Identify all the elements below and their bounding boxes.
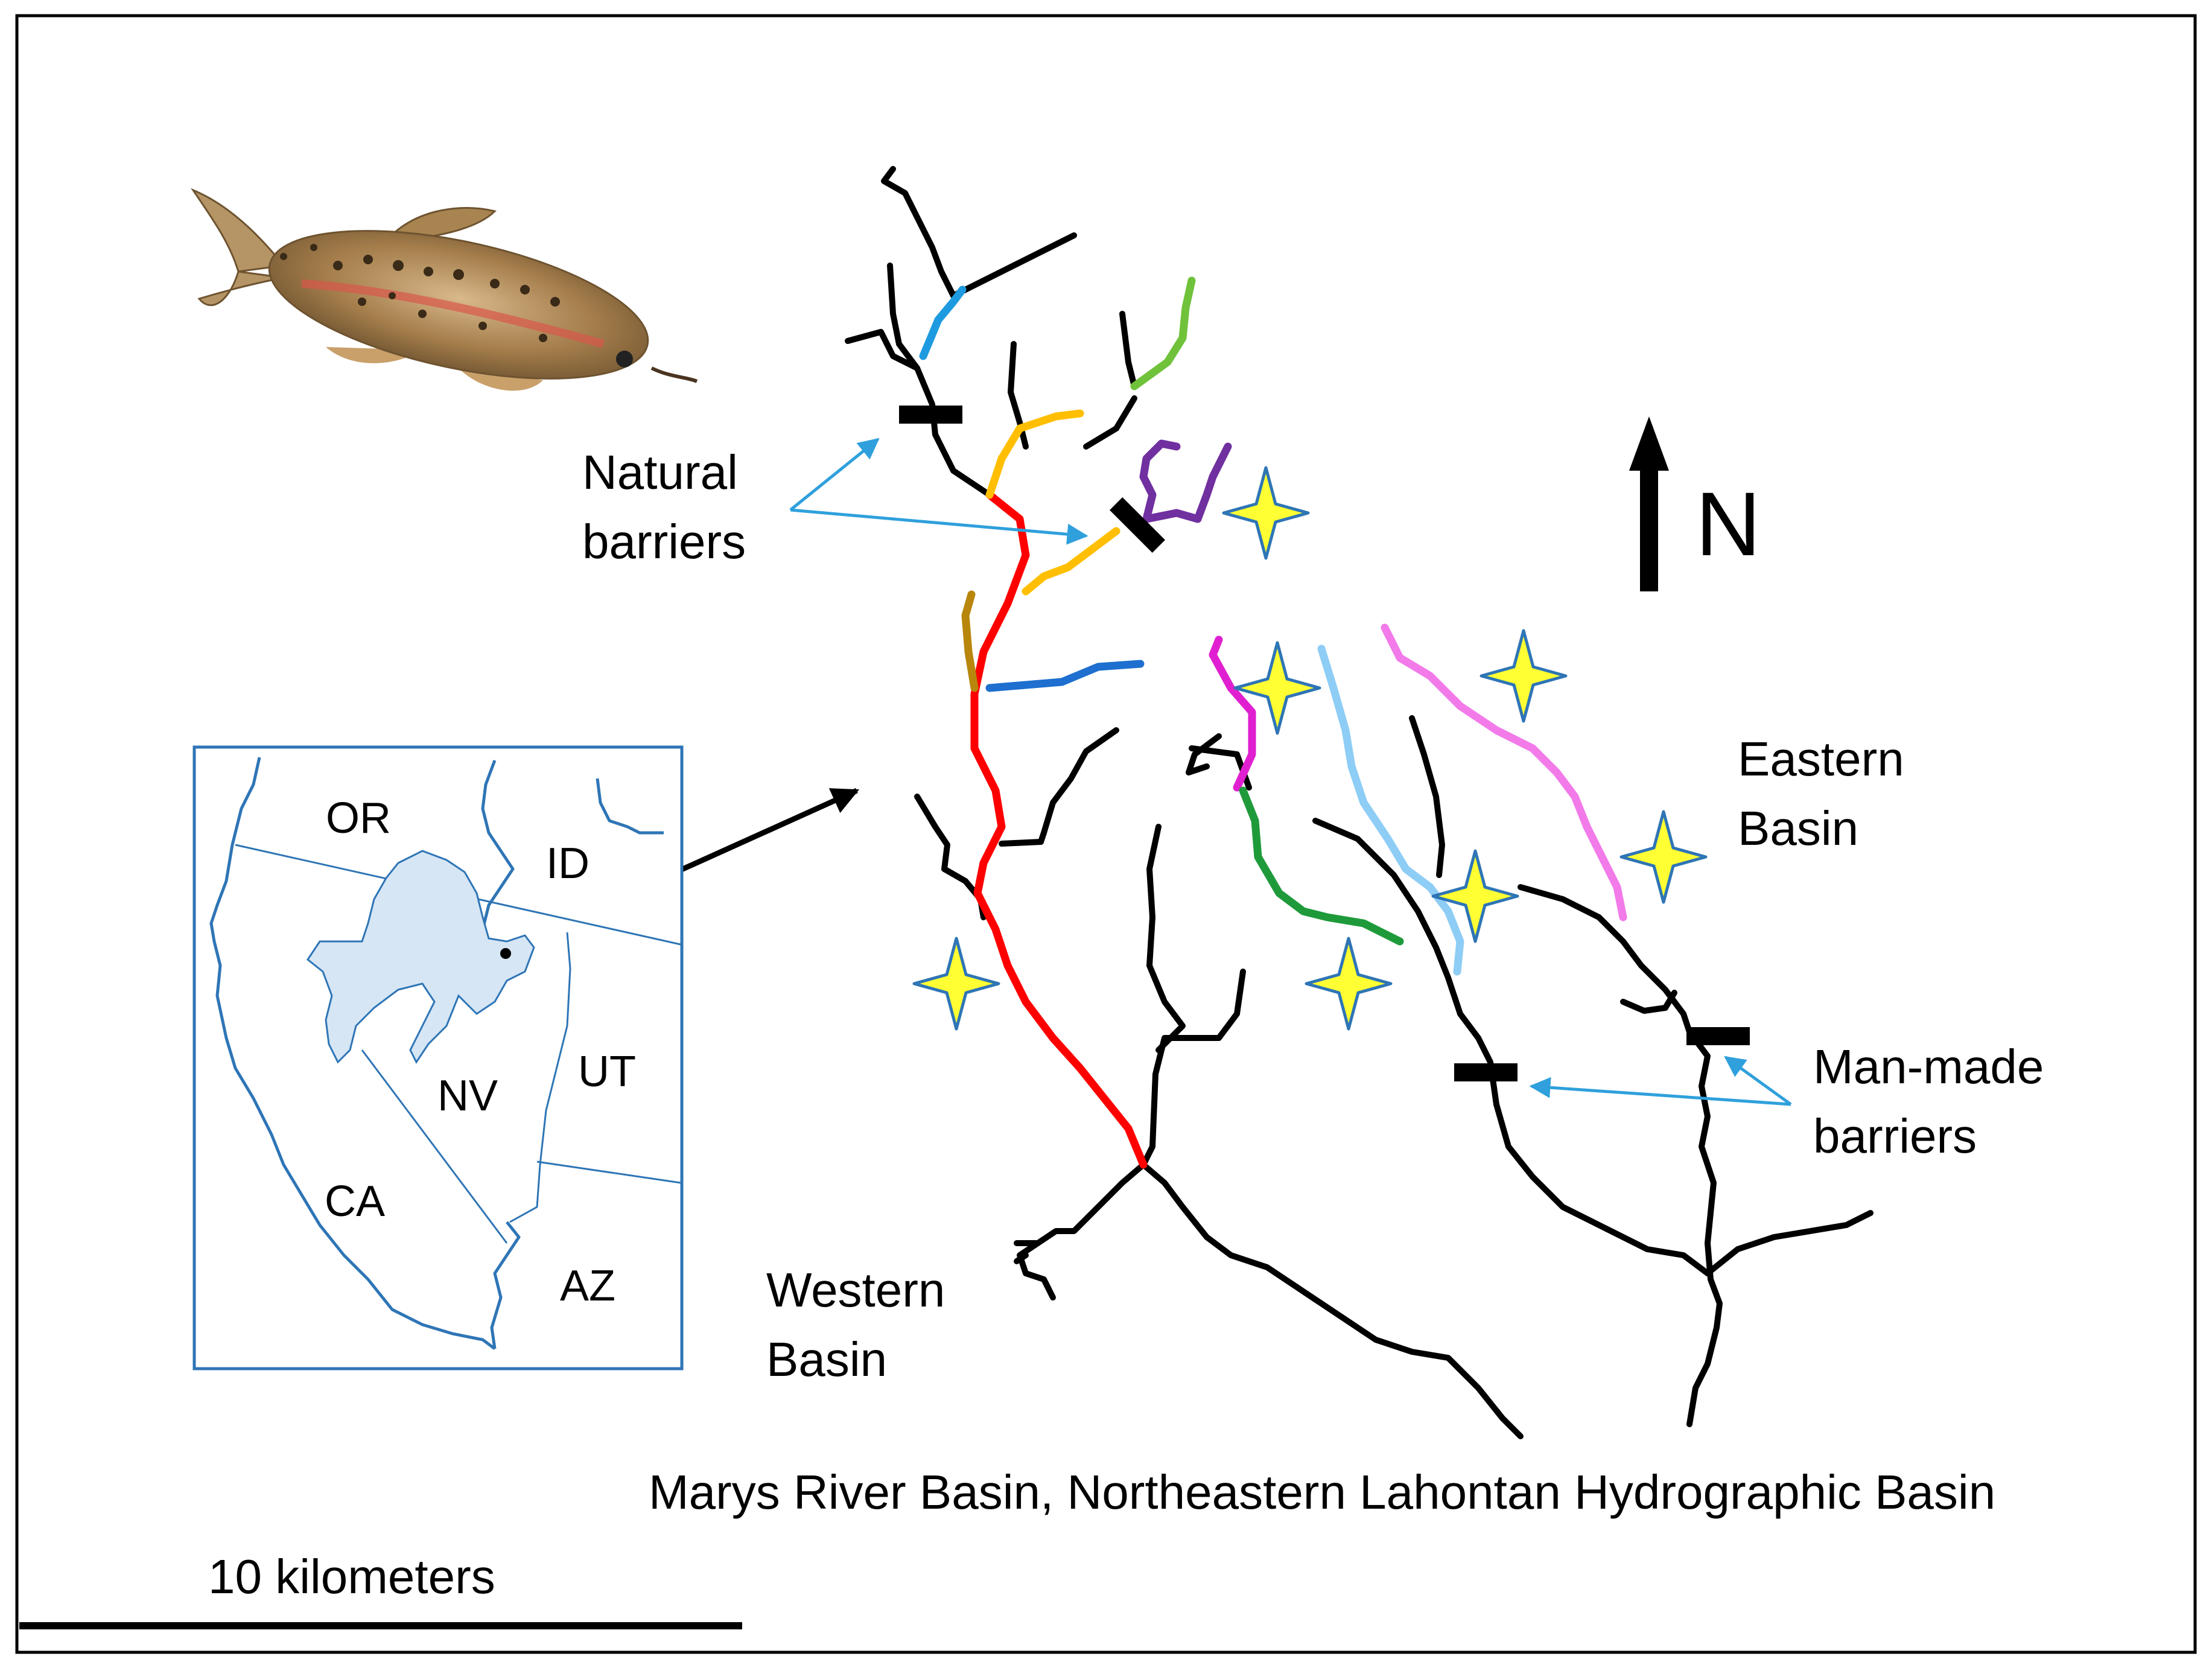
manmade-barrier-bars — [1454, 1027, 1750, 1081]
manmade-barrier-arrow-2 — [1724, 1055, 1792, 1106]
barrier-bar-icon — [1454, 1063, 1518, 1081]
sparkle-star-icon — [1431, 849, 1519, 943]
reach-orange-upper — [985, 409, 1084, 499]
reach-lightblue-long — [1317, 645, 1464, 976]
state-label-or: OR — [326, 794, 391, 842]
reach-orange-lower — [1022, 527, 1120, 596]
eastern-basin-label-line2: Basin — [1738, 801, 1858, 855]
manmade-barrier-arrow-1 — [1529, 1077, 1791, 1106]
state-label-ca: CA — [325, 1177, 385, 1226]
reach-green-upper — [1130, 276, 1196, 390]
basin-location-dot — [500, 948, 511, 959]
state-label-id: ID — [546, 839, 590, 888]
colored-reaches — [919, 276, 1627, 1169]
inset-map: OR ID NV UT CA AZ — [192, 745, 684, 1370]
reach-pink — [1381, 623, 1627, 922]
barrier-bar-icon — [899, 406, 962, 424]
north-label: N — [1696, 473, 1761, 575]
lahontan-basin-shape — [306, 850, 535, 1064]
sparkle-star-icon — [1305, 937, 1393, 1031]
state-label-ut: UT — [578, 1048, 636, 1096]
inset-frame — [192, 745, 684, 1370]
sparkle-star-icon — [1619, 810, 1708, 904]
manmade-barriers-label-line1: Man-made — [1813, 1040, 2044, 1093]
reach-tan — [961, 590, 979, 692]
reach-green-lower — [1239, 786, 1404, 946]
western-basin-label-line2: Basin — [766, 1332, 887, 1386]
barrier-bar-icon — [1110, 497, 1165, 553]
trout-icon — [191, 188, 698, 391]
figure-frame — [15, 14, 2197, 1654]
natural-barrier-arrow-2 — [790, 508, 1089, 545]
sparkle-star-icon — [912, 937, 1000, 1031]
manmade-barriers-label-line2: barriers — [1813, 1109, 1977, 1163]
scale-bar-label: 10 kilometers — [208, 1550, 495, 1603]
barrier-bar-icon — [1686, 1027, 1750, 1045]
reach-lightblue — [919, 285, 967, 360]
sparkle-star-icon — [1479, 629, 1568, 723]
state-label-az: AZ — [560, 1262, 615, 1310]
reach-blue — [985, 660, 1145, 692]
reach-purple — [1139, 439, 1232, 523]
inset-coast-rivers — [209, 757, 664, 1350]
sparkle-star-icon — [1233, 641, 1321, 735]
sparkle-stars — [912, 466, 1708, 1031]
sparkle-star-icon — [1222, 466, 1310, 560]
natural-barrier-arrow-1 — [789, 438, 880, 511]
eastern-basin-label-line1: Eastern — [1738, 732, 1904, 786]
main-stem-red — [970, 491, 1148, 1169]
natural-barriers-label-line2: barriers — [582, 515, 746, 568]
map-caption: Marys River Basin, Northeastern Lahontan… — [649, 1465, 1995, 1519]
natural-barrier-bars — [899, 406, 1165, 553]
stream-network — [845, 166, 1874, 1439]
western-basin-label-line1: Western — [766, 1263, 945, 1317]
scale-bar — [19, 1622, 742, 1629]
natural-barriers-label-line1: Natural — [582, 445, 738, 499]
state-label-nv: NV — [437, 1072, 498, 1120]
north-arrow-icon — [1629, 416, 1669, 591]
reach-magenta — [1209, 635, 1256, 792]
